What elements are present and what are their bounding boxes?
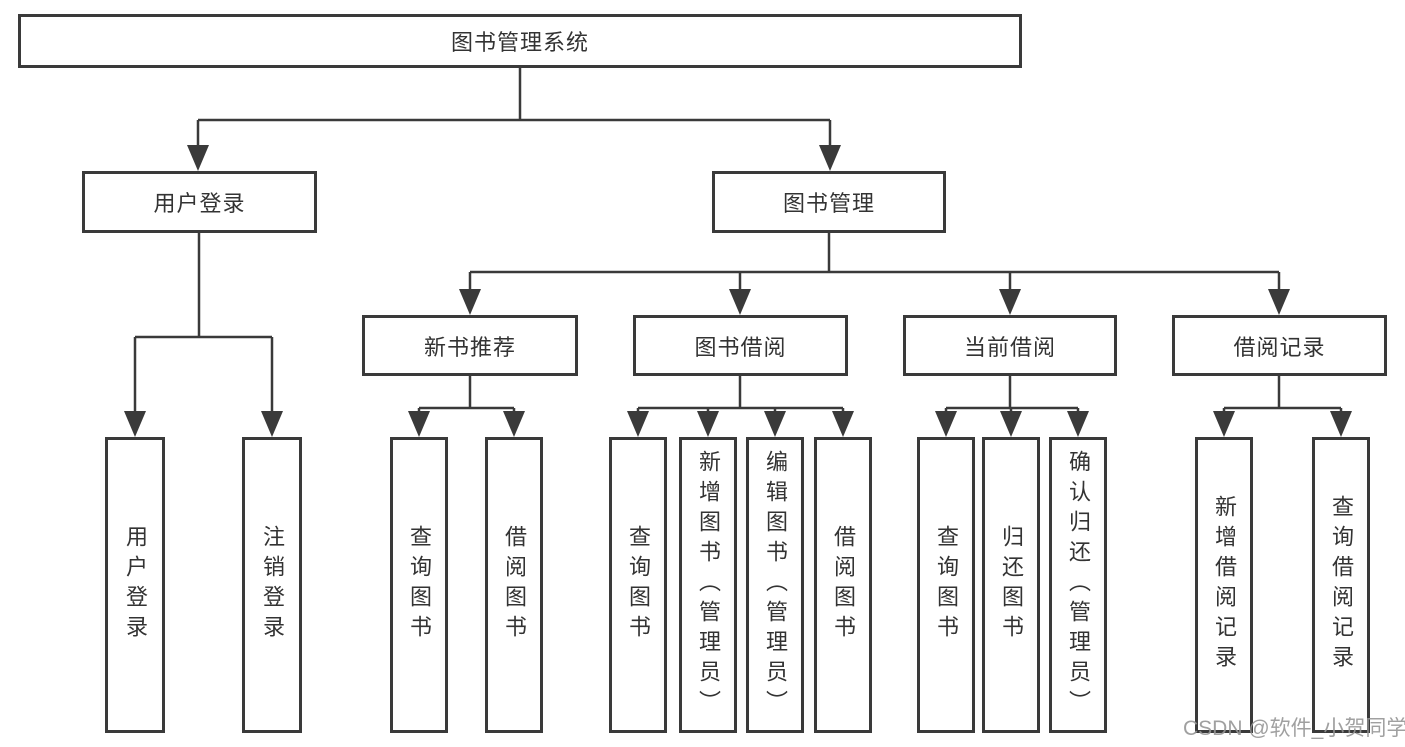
- leaf-confirm-return-admin: 确认归还（管理员）: [1049, 437, 1107, 733]
- node-user-login: 用户登录: [82, 171, 317, 233]
- node-book-management: 图书管理: [712, 171, 946, 233]
- leaf-recommend-query-books: 查询图书: [390, 437, 448, 733]
- watermark: CSDN @软件_小贺同学: [1183, 717, 1405, 740]
- node-new-book-recommend: 新书推荐: [362, 315, 578, 376]
- leaf-recommend-borrow-books: 借阅图书: [485, 437, 543, 733]
- arrowheads: [124, 145, 1352, 437]
- leaf-current-query-books: 查询图书: [917, 437, 975, 733]
- leaf-add-books-admin: 新增图书（管理员）: [679, 437, 737, 733]
- leaf-user-login: 用户登录: [105, 437, 165, 733]
- node-borrow-records: 借阅记录: [1172, 315, 1387, 376]
- leaf-add-borrow-record: 新增借阅记录: [1195, 437, 1253, 733]
- leaf-borrow-query-books: 查询图书: [609, 437, 667, 733]
- node-current-borrow: 当前借阅: [903, 315, 1117, 376]
- leaf-return-books: 归还图书: [982, 437, 1040, 733]
- leaf-logout: 注销登录: [242, 437, 302, 733]
- node-library-system: 图书管理系统: [18, 14, 1022, 68]
- node-book-borrow: 图书借阅: [633, 315, 848, 376]
- leaf-query-borrow-record: 查询借阅记录: [1312, 437, 1370, 733]
- leaf-borrow-books: 借阅图书: [814, 437, 872, 733]
- leaf-edit-books-admin: 编辑图书（管理员）: [746, 437, 804, 733]
